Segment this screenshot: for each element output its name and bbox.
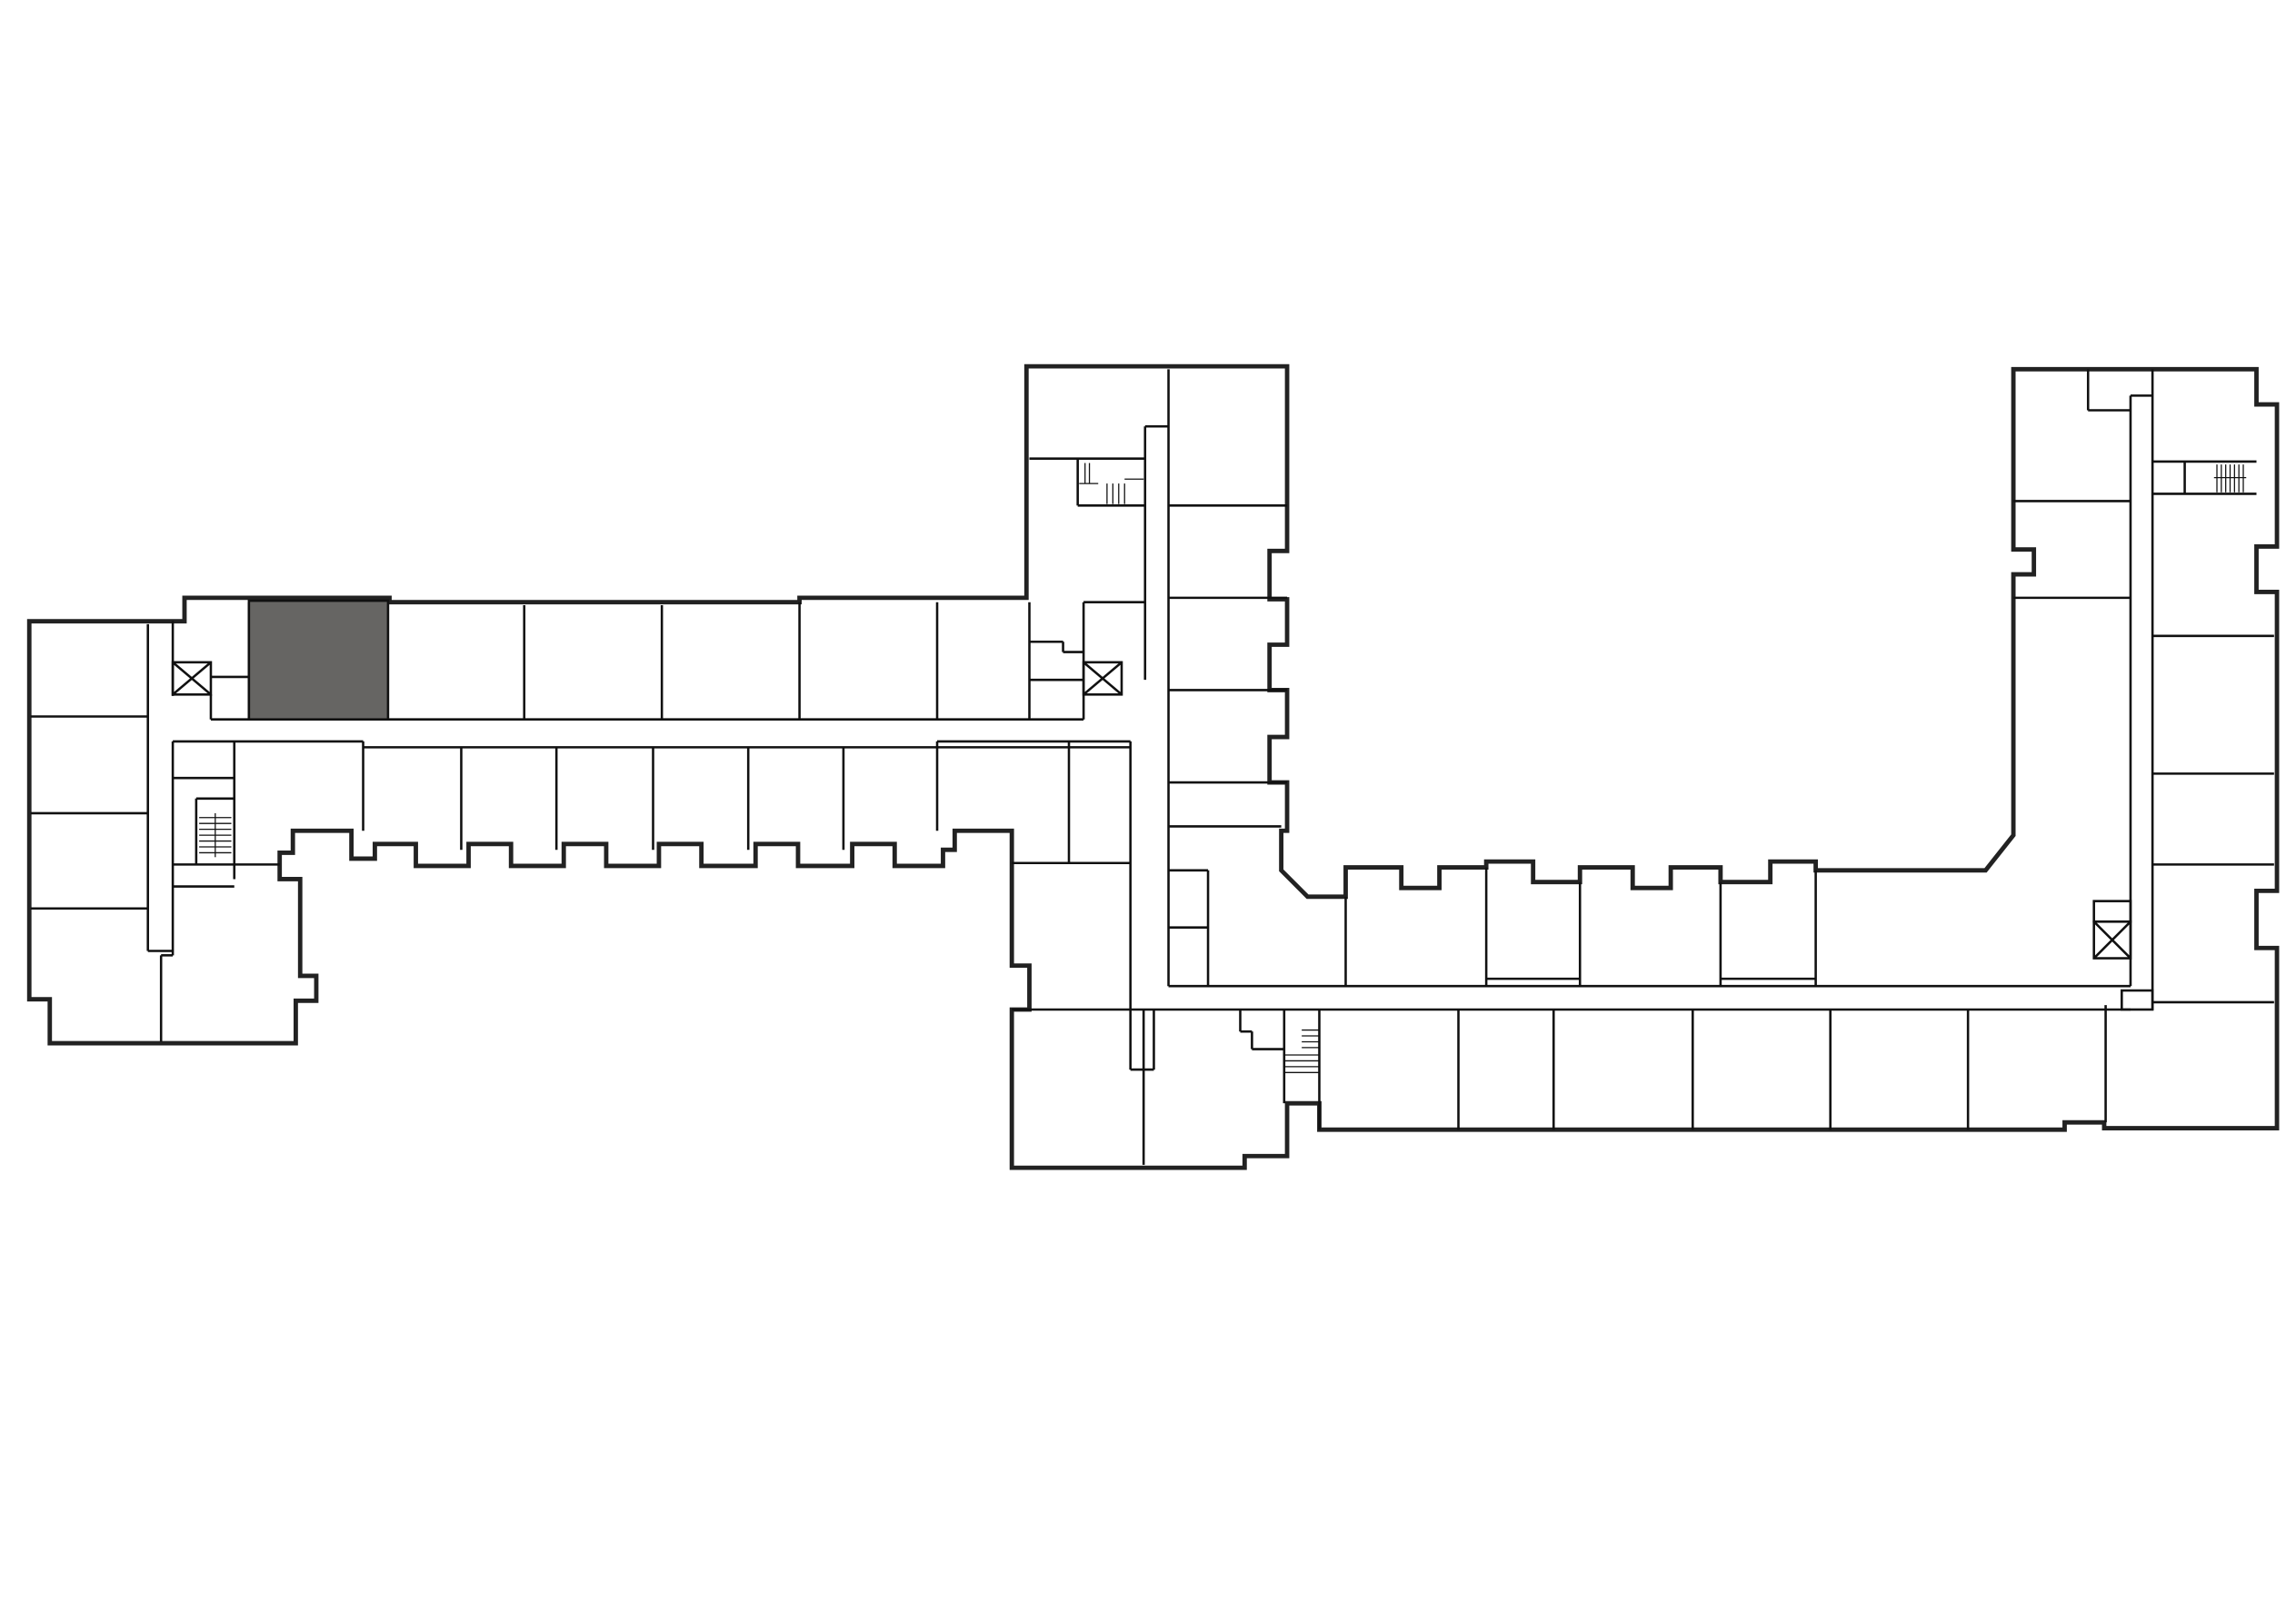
stair-east xyxy=(2213,464,2247,493)
east-tower-interior xyxy=(2013,369,2274,1011)
stair-south xyxy=(1283,1029,1320,1073)
stair-west xyxy=(199,812,232,858)
highlighted-unit[interactable] xyxy=(247,599,390,721)
central-tower-interior xyxy=(1012,369,2131,1165)
elevator-east xyxy=(2092,920,2132,960)
stair-north xyxy=(1079,463,1144,504)
west-wing-interior xyxy=(30,602,1131,1042)
elevator-central xyxy=(1082,661,1123,696)
elevator-west xyxy=(171,661,213,696)
south-wing-interior xyxy=(1318,867,2131,1130)
